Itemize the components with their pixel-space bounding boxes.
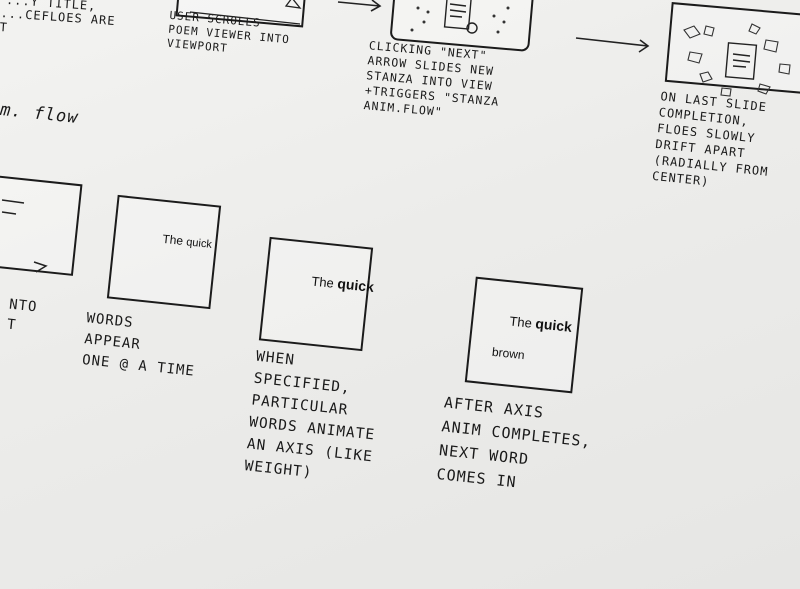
document-icon xyxy=(443,0,478,34)
floe-shapes xyxy=(683,23,791,97)
frame-0-sketch xyxy=(1,199,48,273)
scroll-step-sketch xyxy=(189,0,302,25)
next-step-dots xyxy=(410,6,510,34)
arrow-right-icon-2 xyxy=(575,37,650,53)
arrow-right-icon xyxy=(337,0,382,12)
document-icon-center xyxy=(724,42,758,80)
